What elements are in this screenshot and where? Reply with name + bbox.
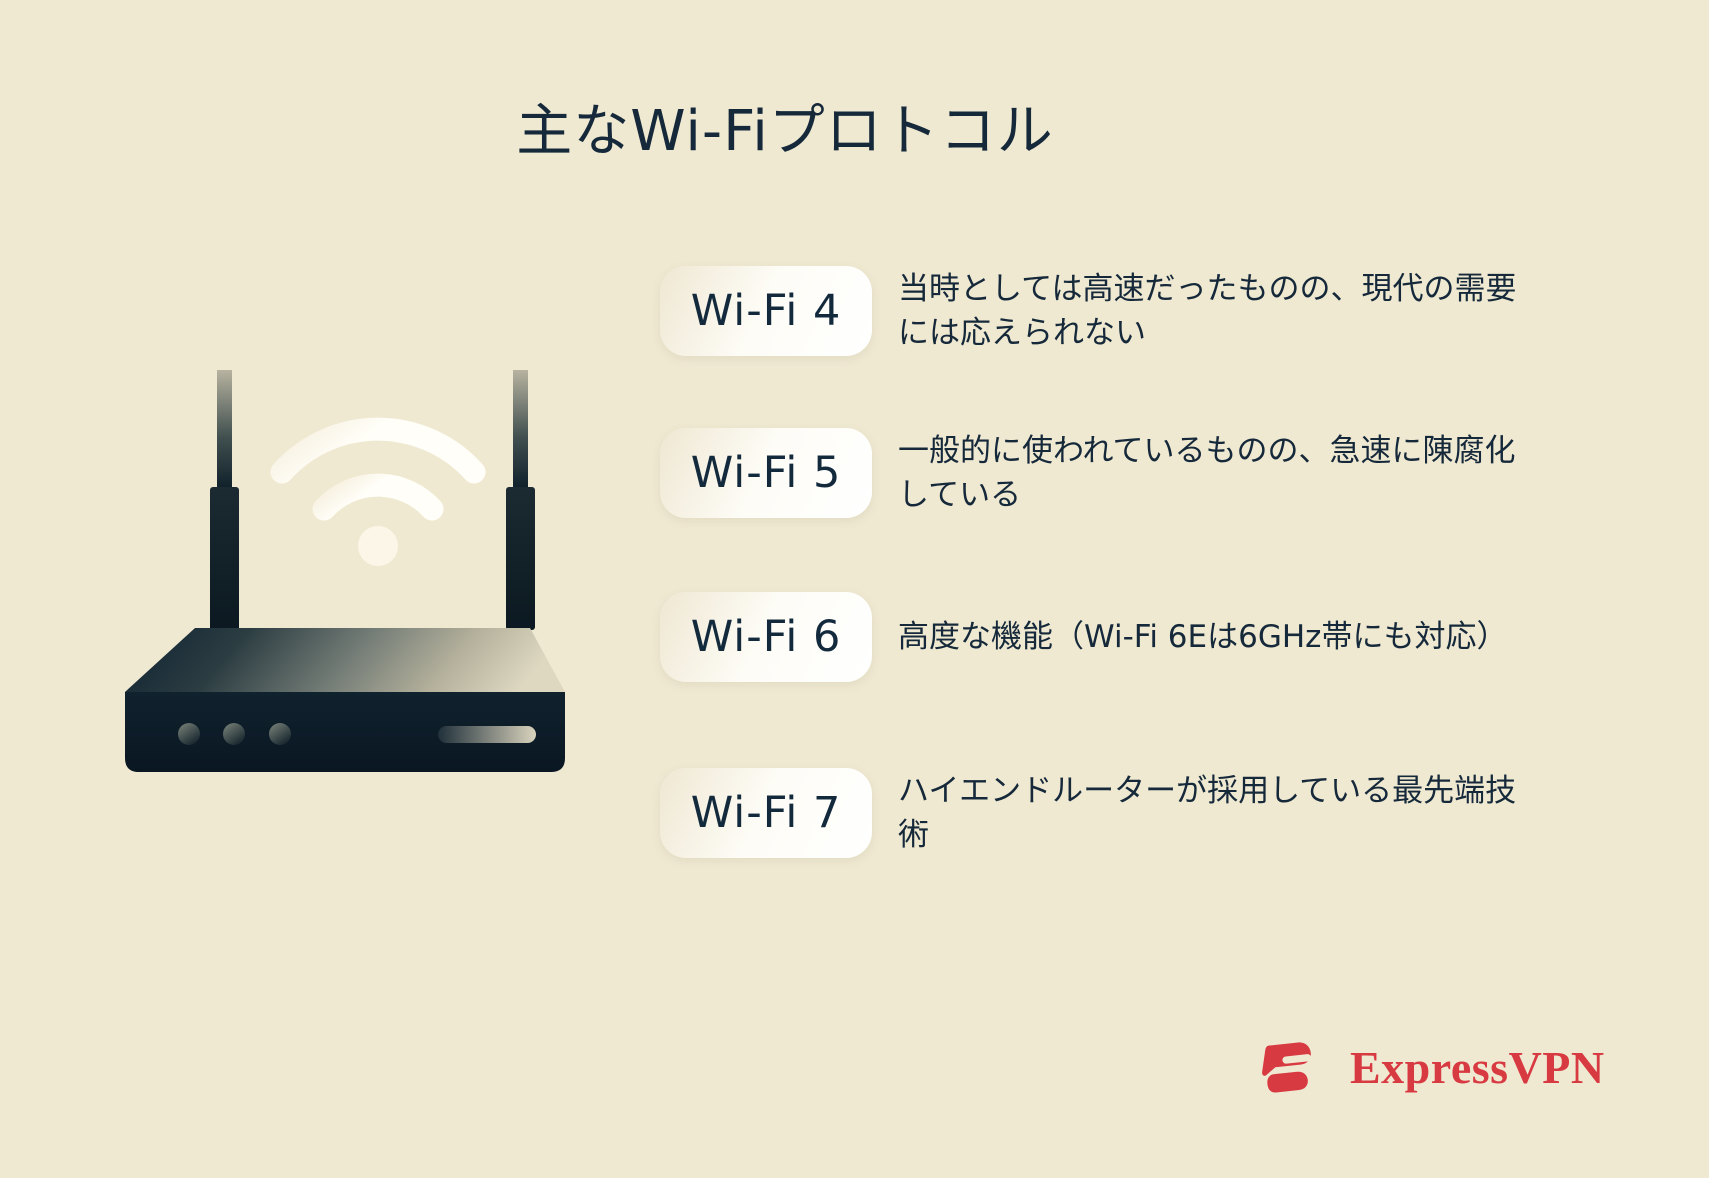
protocol-badge: Wi-Fi 7 <box>660 768 872 858</box>
router-vent-slot <box>438 726 536 743</box>
protocol-badge: Wi-Fi 6 <box>660 592 872 682</box>
router-body <box>125 628 565 772</box>
protocol-badge: Wi-Fi 4 <box>660 266 872 356</box>
expressvpn-wordmark: ExpressVPN <box>1350 1041 1605 1093</box>
expressvpn-logo: ExpressVPN <box>1258 1036 1605 1098</box>
router-led-3 <box>269 723 291 745</box>
protocol-description: 当時としては高速だったものの、現代の需要には応えられない <box>898 270 1517 351</box>
router-led-2 <box>223 723 245 745</box>
protocol-row-wifi4: Wi-Fi 4 当時としては高速だったものの、現代の需要には応えられない <box>660 266 1560 356</box>
protocol-row-wifi7: Wi-Fi 7 ハイエンドルーターが採用している最先端技術 <box>660 768 1560 858</box>
router-antenna-left <box>210 370 239 632</box>
wifi-router-illustration <box>125 370 565 772</box>
protocol-row-wifi6: Wi-Fi 6 高度な機能（Wi-Fi 6Eは6GHz帯にも対応） <box>660 592 1560 682</box>
protocol-row-wifi5: Wi-Fi 5 一般的に使われているものの、急速に陳腐化している <box>660 428 1560 518</box>
wifi-signal-icon <box>270 417 486 566</box>
protocol-description: 一般的に使われているものの、急速に陳腐化している <box>898 432 1516 513</box>
protocol-badge: Wi-Fi 5 <box>660 428 872 518</box>
expressvpn-logo-icon <box>1262 1042 1312 1093</box>
router-antenna-right <box>506 370 535 630</box>
protocol-description: ハイエンドルーターが採用している最先端技術 <box>898 772 1517 853</box>
router-led-1 <box>178 723 200 745</box>
protocol-description: 高度な機能（Wi-Fi 6Eは6GHz帯にも対応） <box>898 618 1508 655</box>
page-title: 主なWi-Fiプロトコル <box>516 99 1054 164</box>
